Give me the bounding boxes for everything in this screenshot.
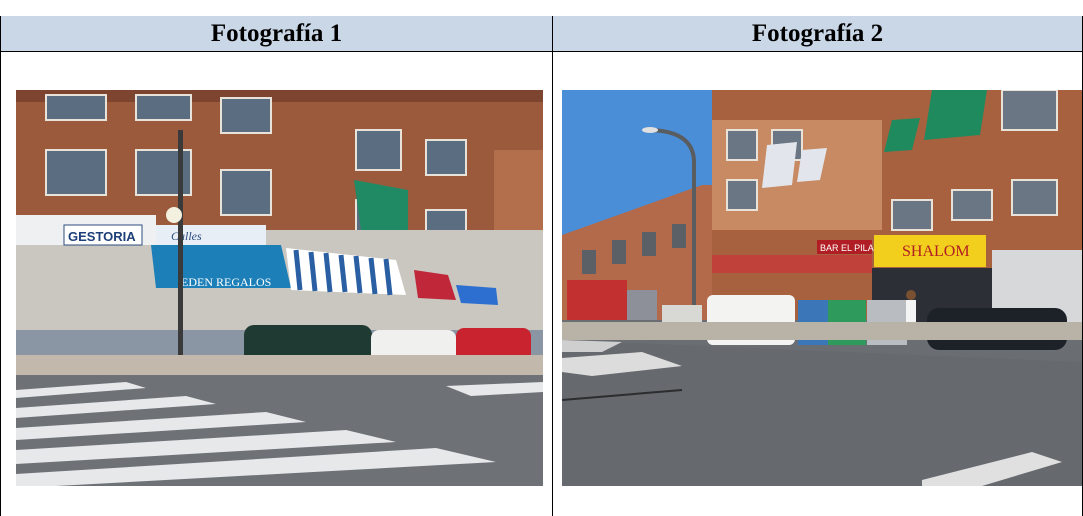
column-divider xyxy=(552,16,553,516)
photo-2: BAR EL PILAR SHALOM xyxy=(562,90,1082,486)
table-left-border xyxy=(0,16,1,516)
script-sign: Calles xyxy=(171,229,202,243)
column-header-2-text: Fotografía 2 xyxy=(751,19,884,47)
bar-sign: BAR EL PILAR xyxy=(820,243,881,253)
photo-1: GESTORIA Calles EDEN REGALOS xyxy=(16,90,543,486)
gestoria-sign: GESTORIA xyxy=(68,229,136,244)
column-header-1: Fotografía 1 xyxy=(1,16,552,52)
column-header-2: Fotografía 2 xyxy=(553,16,1082,52)
photo-comparison-table: Fotografía 1 Fotografía 2 xyxy=(0,16,1083,516)
awning-text: EDEN REGALOS xyxy=(181,275,271,289)
column-header-1-text: Fotografía 1 xyxy=(210,19,343,47)
shalom-sign: SHALOM xyxy=(902,243,970,260)
